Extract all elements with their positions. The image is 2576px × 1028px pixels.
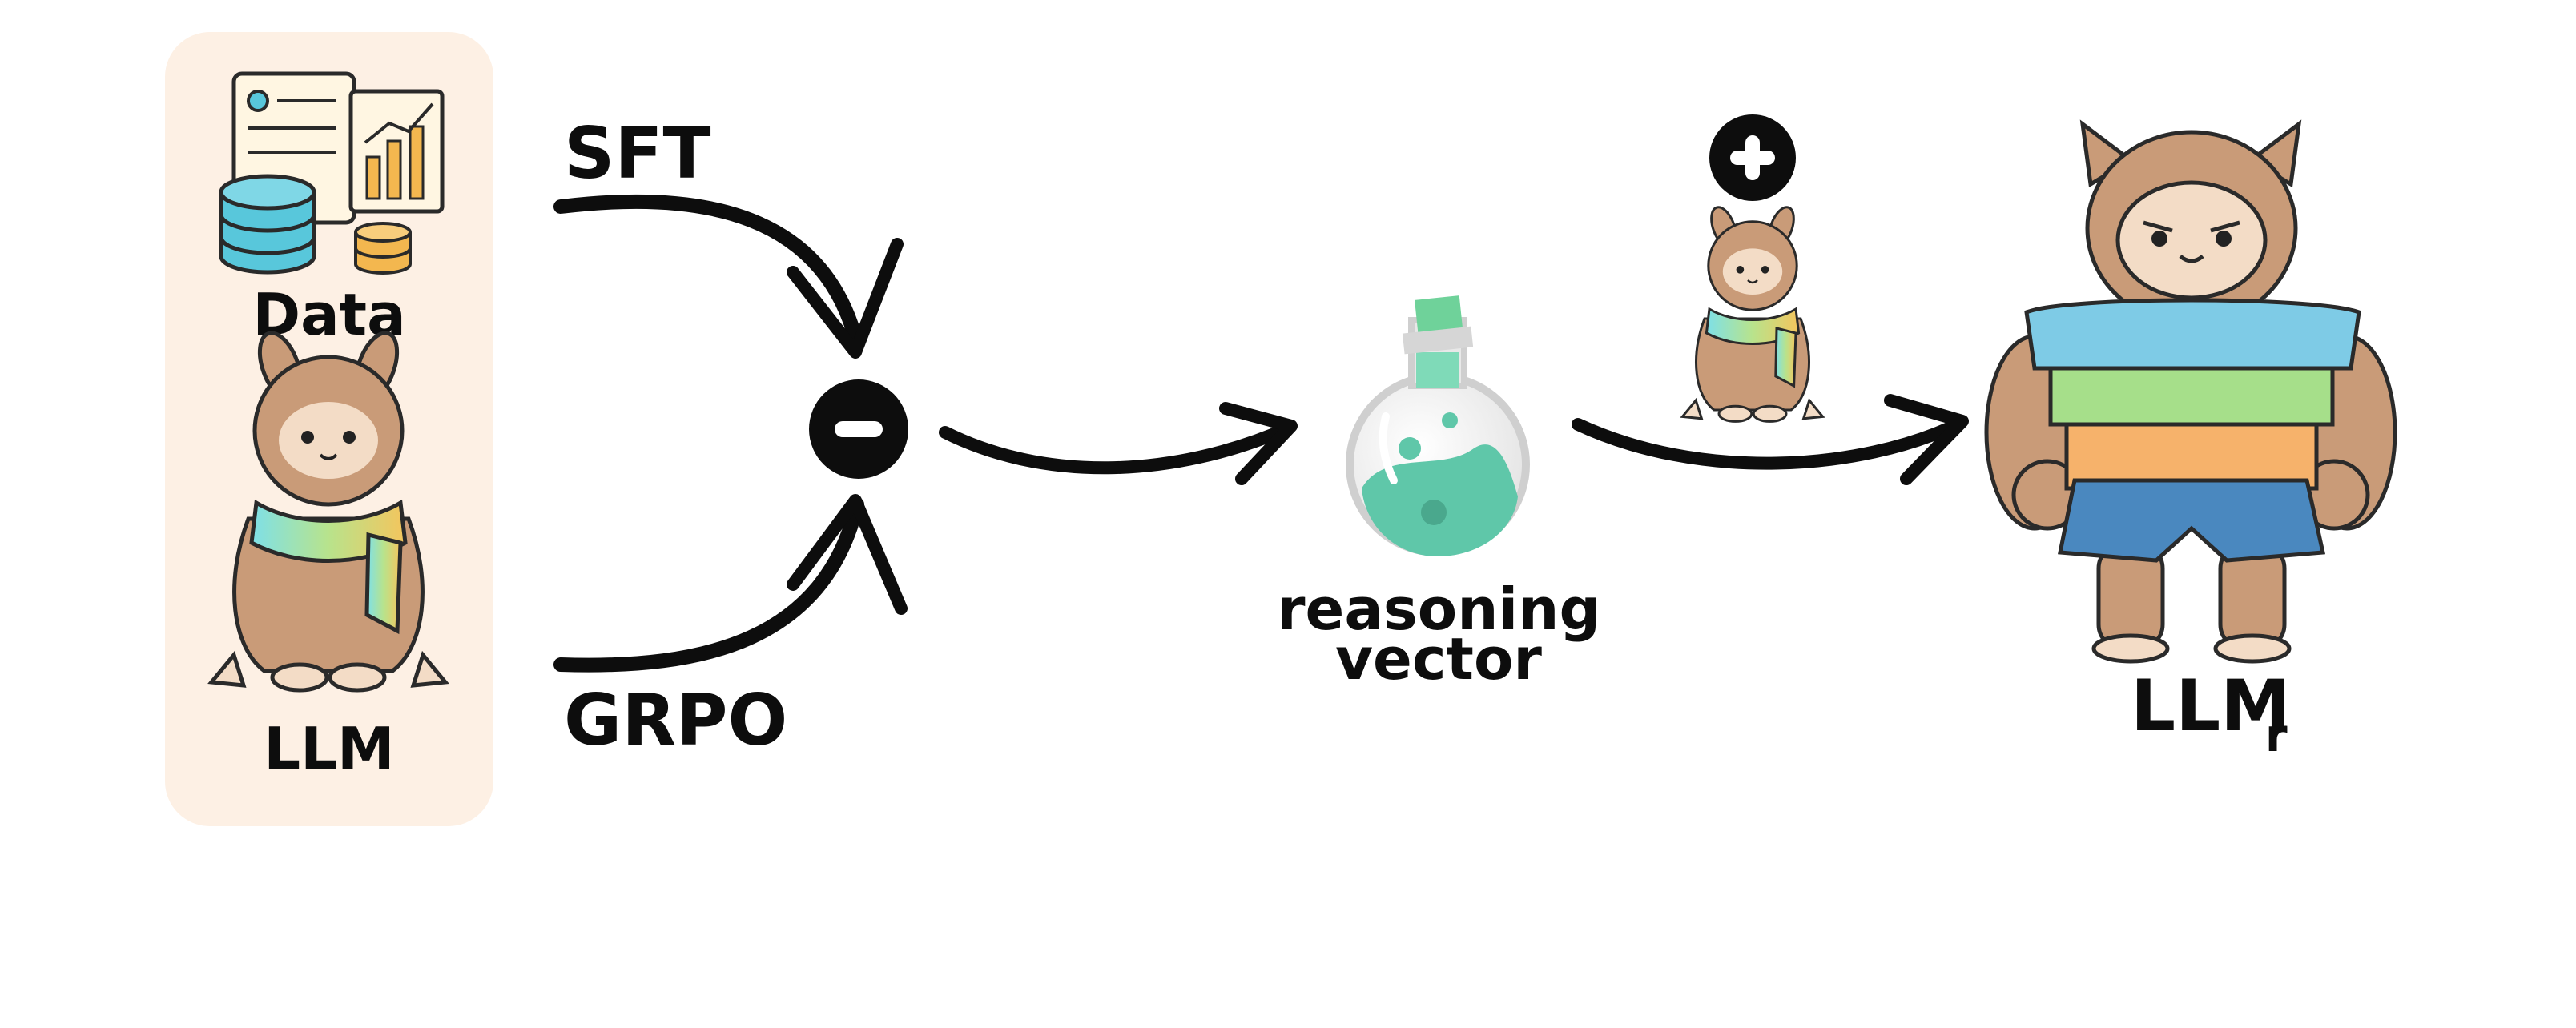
to-vector-arrow: [939, 402, 1298, 485]
buff-llama-icon: [1984, 119, 2397, 664]
llm-label: LLM: [264, 715, 394, 782]
sft-arrow: [553, 194, 904, 359]
result-label: LLM: [2131, 665, 2291, 747]
sft-label: SFT: [564, 112, 711, 195]
plus-circle-icon: [1709, 114, 1796, 201]
vector-label-line1: reasoning: [1277, 576, 1600, 643]
vector-label-line2: vector: [1335, 625, 1542, 693]
minus-circle-icon: [809, 379, 908, 479]
to-result-arrow: [1572, 394, 1969, 485]
small-llm-llama-icon: [1680, 203, 1825, 423]
grpo-label: GRPO: [564, 679, 787, 761]
flask-icon: [1346, 295, 1530, 556]
grpo-arrow: [553, 494, 908, 673]
data-icon: [219, 71, 445, 275]
result-label-subscript: r: [2265, 710, 2288, 762]
